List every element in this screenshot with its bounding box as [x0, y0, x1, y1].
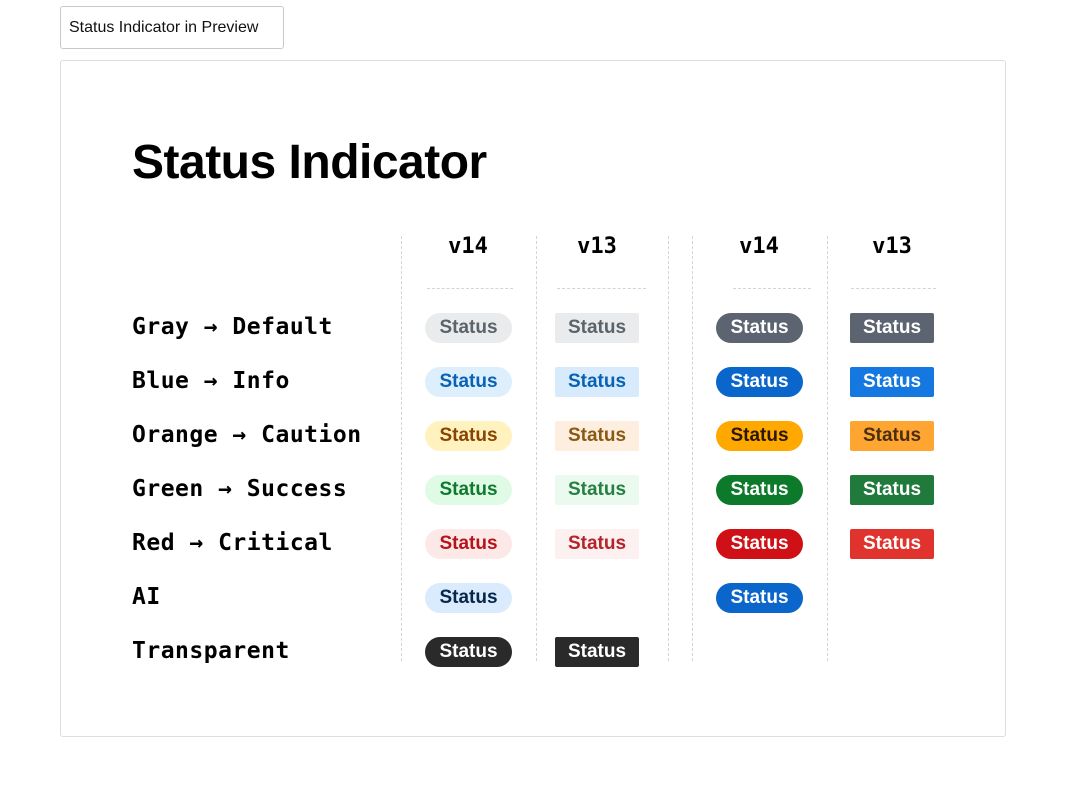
column-divider: [668, 236, 669, 661]
status-badge: Status: [425, 367, 512, 397]
page-title: Status Indicator: [132, 136, 487, 189]
row-label: Gray → Default: [132, 314, 333, 340]
status-badge: Status: [555, 475, 639, 505]
status-badge: Status: [716, 367, 803, 397]
status-badge: Status: [425, 529, 512, 559]
status-badge: Status: [716, 529, 803, 559]
row-label: Transparent: [132, 638, 290, 664]
row-label: Red → Critical: [132, 530, 333, 556]
status-badge: Status: [555, 529, 639, 559]
status-badge: Status: [425, 475, 512, 505]
status-badge: Status: [555, 637, 639, 667]
status-badge: Status: [850, 421, 934, 451]
status-badge: Status: [850, 313, 934, 343]
header-divider: [851, 288, 936, 289]
status-badge: Status: [425, 637, 512, 667]
column-divider: [692, 236, 693, 661]
column-divider: [827, 236, 828, 661]
status-badge: Status: [716, 475, 803, 505]
status-badge: Status: [716, 313, 803, 343]
header-divider: [427, 288, 513, 289]
column-header: v14: [739, 234, 779, 259]
row-label: AI: [132, 584, 161, 610]
column-header: v13: [577, 234, 617, 259]
status-badge: Status: [850, 529, 934, 559]
status-badge: Status: [425, 421, 512, 451]
column-divider: [536, 236, 537, 661]
column-divider: [401, 236, 402, 661]
row-label: Orange → Caution: [132, 422, 362, 448]
status-badge: Status: [716, 421, 803, 451]
status-badge: Status: [425, 313, 512, 343]
status-badge: Status: [850, 367, 934, 397]
row-label: Green → Success: [132, 476, 348, 502]
header-divider: [557, 288, 646, 289]
column-header: v13: [872, 234, 912, 259]
status-badge: Status: [555, 313, 639, 343]
preview-tab[interactable]: Status Indicator in Preview: [60, 6, 284, 49]
header-divider: [733, 288, 811, 289]
status-badge: Status: [850, 475, 934, 505]
status-badge: Status: [425, 583, 512, 613]
status-badge: Status: [716, 583, 803, 613]
column-header: v14: [448, 234, 488, 259]
status-badge: Status: [555, 367, 639, 397]
status-badge: Status: [555, 421, 639, 451]
row-label: Blue → Info: [132, 368, 290, 394]
